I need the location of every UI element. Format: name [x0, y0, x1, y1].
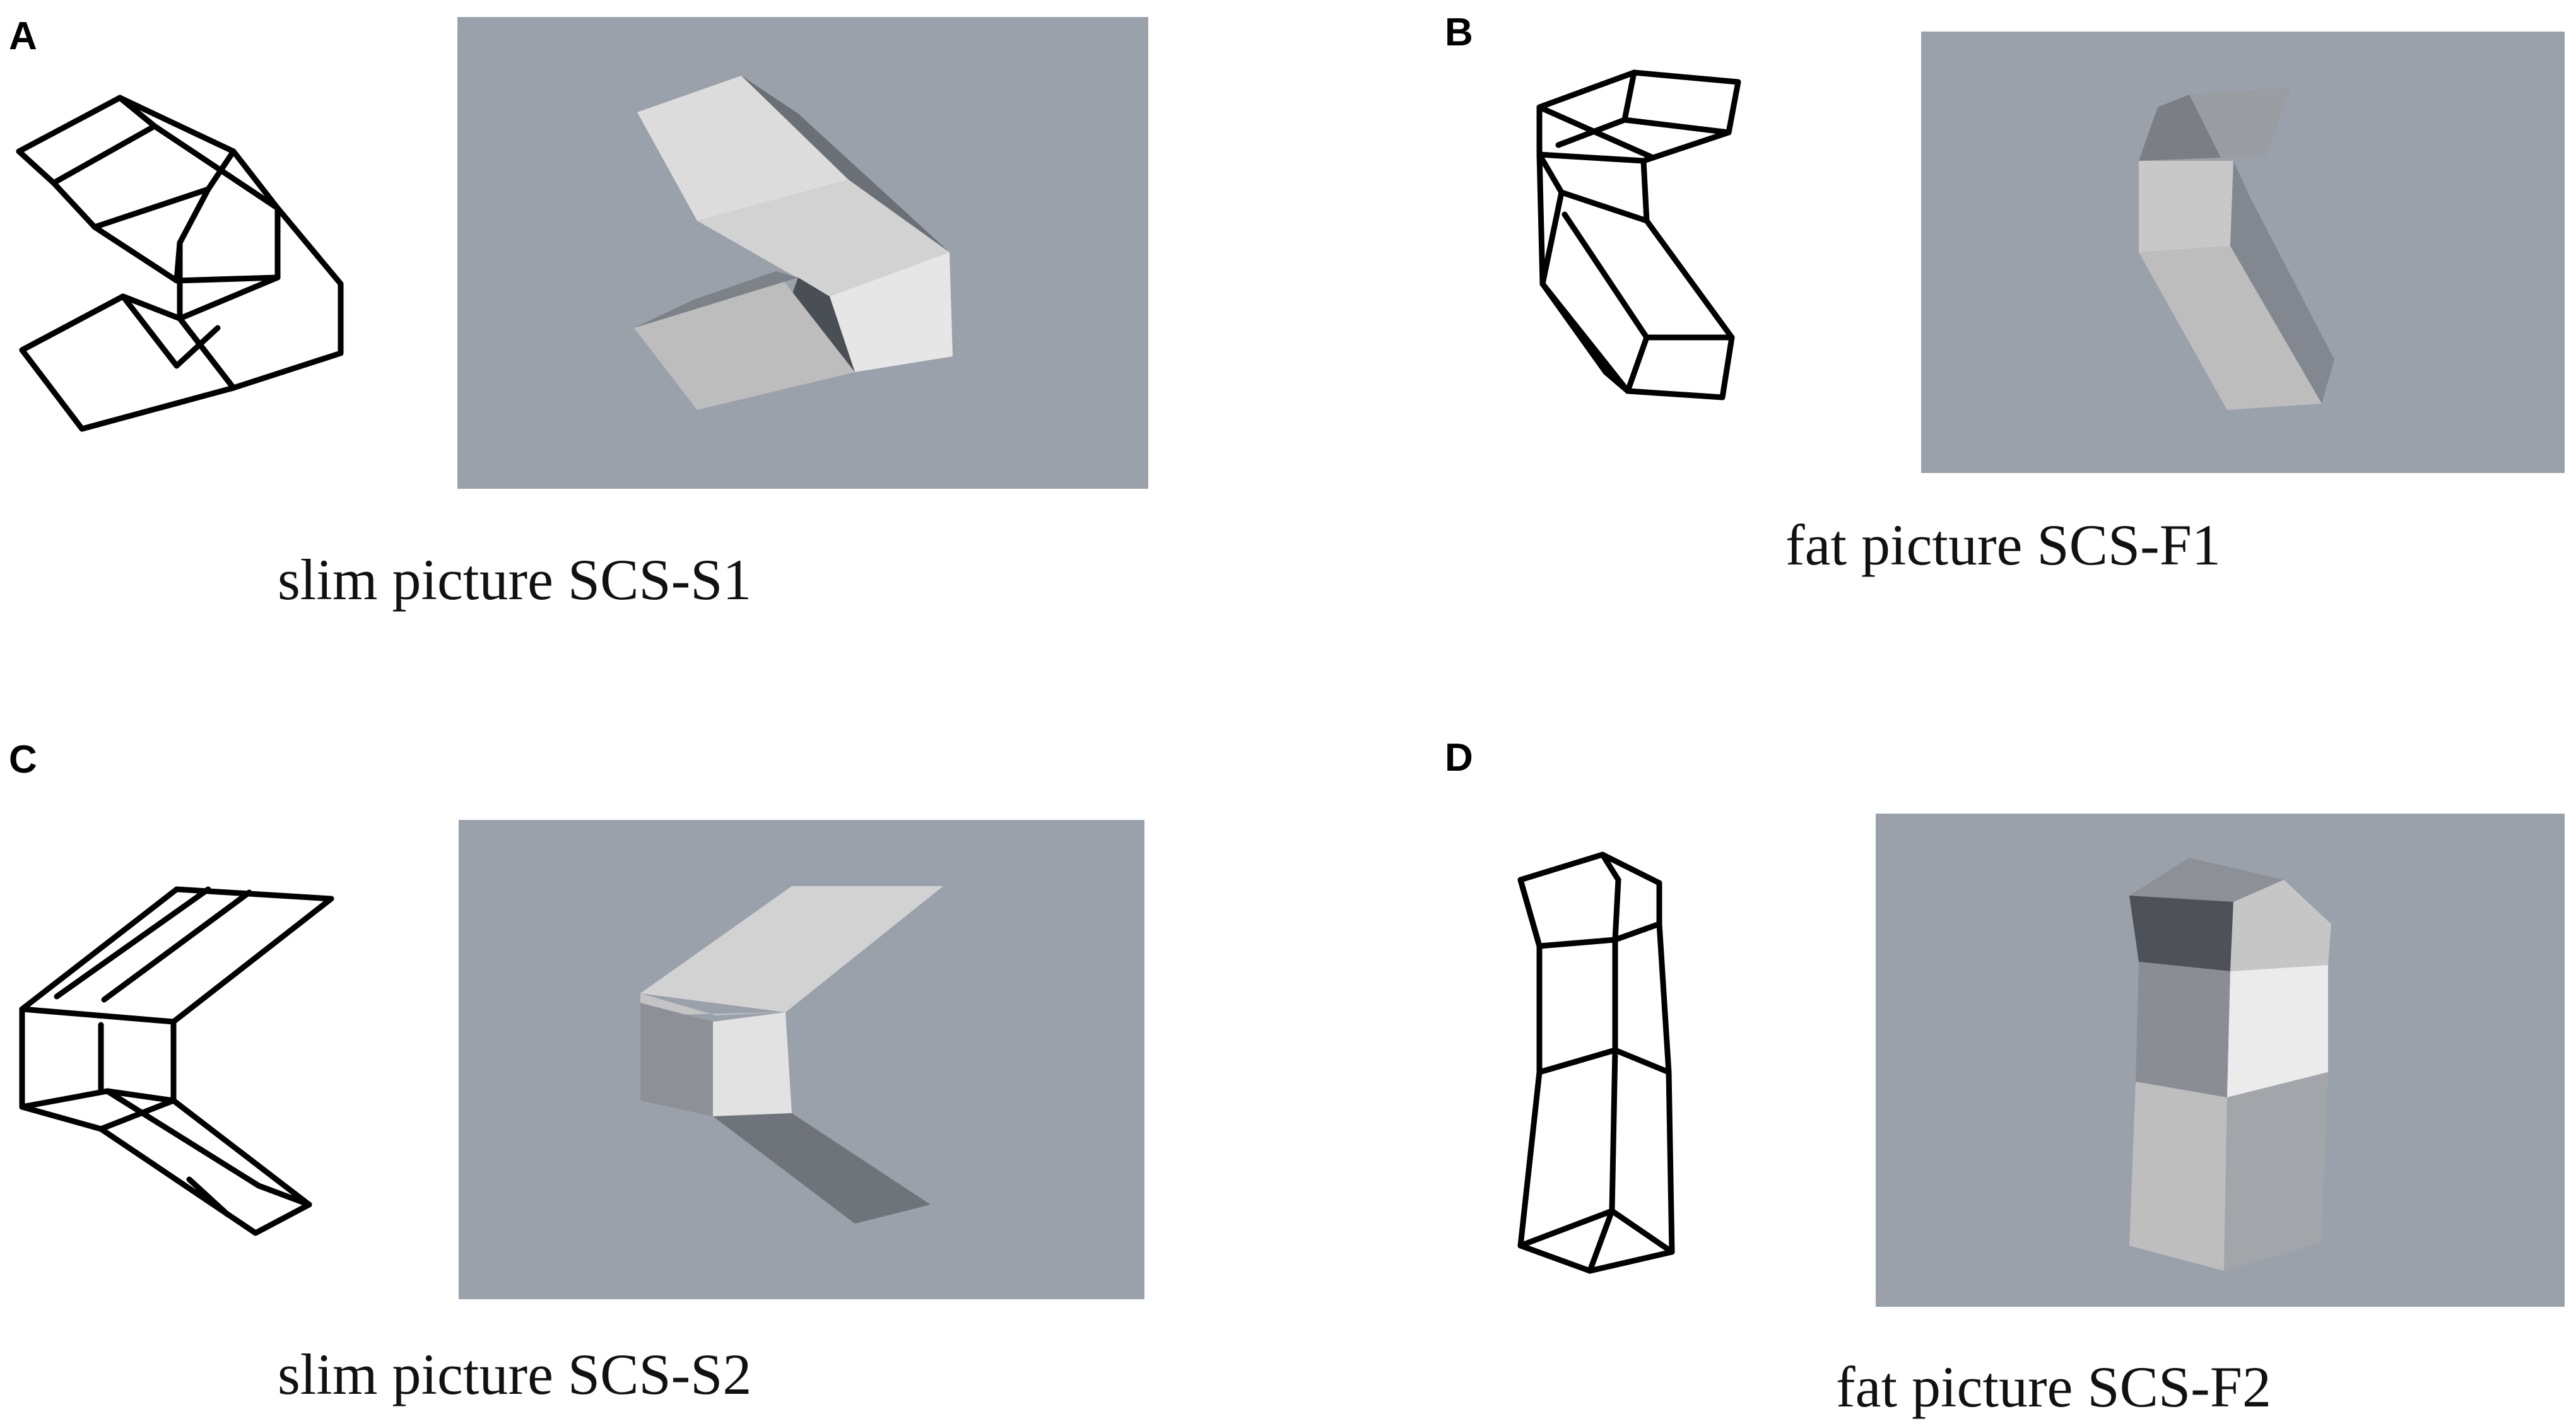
- panel-letter-c: C: [9, 738, 37, 781]
- wireframe-b: [1536, 69, 1741, 400]
- caption-d: fat picture SCS-F2: [1836, 1355, 2271, 1419]
- panel-c: C slim picture SCS-S2: [9, 738, 1144, 1406]
- render-a: [457, 17, 1148, 489]
- panel-letter-d: D: [1445, 736, 1473, 780]
- render-c: [459, 820, 1144, 1299]
- caption-c: slim picture SCS-S2: [278, 1342, 751, 1406]
- render-d: [1876, 814, 2565, 1307]
- panel-letter-a: A: [9, 15, 37, 58]
- caption-b: fat picture SCS-F1: [1785, 513, 2221, 577]
- panel-d: D fat picture SCS-F2: [1445, 736, 2565, 1419]
- panel-a: A slim picture SCS-S1: [9, 15, 1148, 612]
- panel-b: B fat picture SCS-F1: [1445, 11, 2565, 577]
- wireframe-d: [1517, 851, 1675, 1274]
- caption-a: slim picture SCS-S1: [278, 547, 751, 612]
- wireframe-c: [19, 886, 334, 1236]
- panel-letter-b: B: [1445, 11, 1473, 54]
- render-b: [1921, 32, 2565, 473]
- wireframe-a: [16, 95, 344, 432]
